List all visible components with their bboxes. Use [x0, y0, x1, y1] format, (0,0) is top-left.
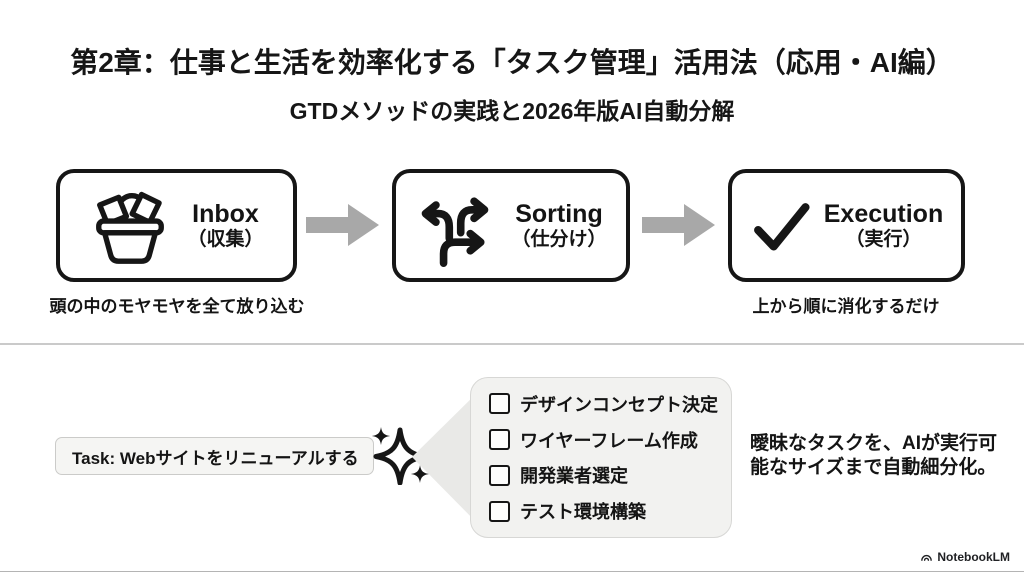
execution-caption: 上から順に消化するだけ [752, 297, 940, 316]
flow-step-sorting: Sorting （仕分け） [392, 169, 630, 282]
ai-description-line1: 曖昧なタスクを、AIが実行可 [750, 433, 998, 454]
ai-description: 曖昧なタスクを、AIが実行可 能なサイズまで自動細分化。 [750, 432, 997, 480]
checklist-item: 開発業者選定 [489, 462, 723, 488]
checklist-item: テスト環境構築 [489, 498, 723, 524]
right-arrow-icon [306, 204, 379, 246]
step-text: Sorting （仕分け） [511, 200, 606, 252]
checkbox-icon [489, 429, 510, 451]
step-name: Inbox [192, 199, 259, 228]
checklist-item-label: ワイヤーフレーム作成 [520, 430, 698, 451]
ai-description-line2: 能なサイズまで自動細分化。 [750, 457, 997, 478]
step-name: Sorting [515, 199, 603, 228]
callout-pointer [412, 388, 482, 528]
flow-step-execution: Execution （実行） [728, 169, 965, 282]
task-label-box: Task: Webサイトをリニューアルする [55, 437, 374, 475]
basket-icon [96, 191, 165, 264]
task-label: Task: Webサイトをリニューアルする [72, 448, 359, 468]
brand-watermark: NotebookLM [920, 550, 1010, 564]
checklist-item-label: デザインコンセプト決定 [520, 394, 718, 415]
step-name-ja: （仕分け） [511, 229, 607, 251]
checklist-item-label: 開発業者選定 [520, 466, 628, 487]
step-name-ja: （収集） [187, 229, 264, 251]
checkbox-icon [489, 393, 510, 415]
inbox-caption: 頭の中のモヤモヤを全て放り込む [49, 297, 305, 316]
checkbox-icon [489, 500, 510, 522]
page-title: 第2章：仕事と生活を効率化する「タスク管理」活用法（応用・AI編） [70, 47, 954, 78]
checklist-item-label: テスト環境構築 [520, 502, 646, 523]
step-text: Inbox （収集） [187, 200, 263, 252]
ai-sparkle-icon [372, 427, 429, 485]
step-name: Execution [823, 199, 944, 228]
section-divider [0, 343, 1024, 345]
branch-arrows-icon [422, 196, 489, 267]
brand-name: NotebookLM [937, 550, 1010, 564]
checkmark-icon [753, 202, 810, 250]
checklist-item: デザインコンセプト決定 [489, 391, 723, 417]
step-text: Execution （実行） [824, 200, 943, 252]
notebooklm-logo-icon [921, 554, 933, 561]
checklist-item: ワイヤーフレーム作成 [489, 427, 723, 453]
page-subtitle: GTDメソッドの実践と2026年版AI自動分解 [289, 98, 735, 124]
checkbox-icon [489, 464, 510, 486]
step-name-ja: （実行） [845, 229, 922, 251]
right-arrow-icon [642, 204, 715, 246]
flow-step-inbox: Inbox （収集） [56, 169, 297, 282]
ai-subtask-panel: デザインコンセプト決定 ワイヤーフレーム作成 開発業者選定 テスト環境構築 [470, 377, 732, 538]
